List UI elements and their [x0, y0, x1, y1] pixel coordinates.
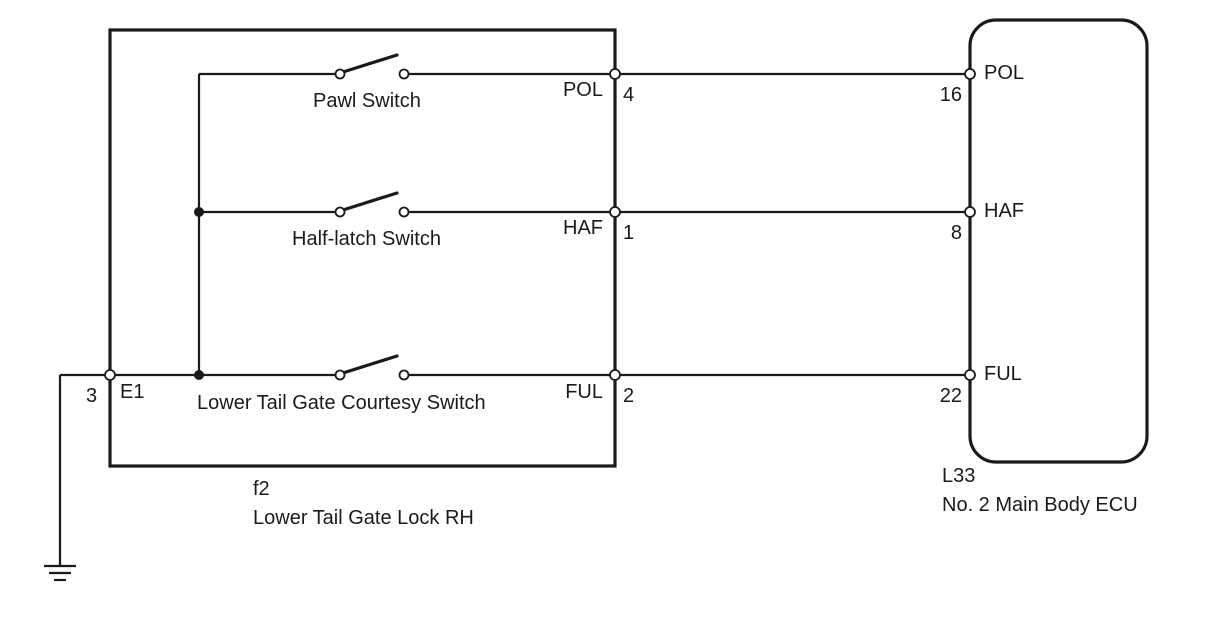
ecu-pol-name: POL: [984, 62, 1024, 84]
lock-pol-name: POL: [563, 79, 603, 101]
lock-pol-pin: 4: [623, 84, 634, 106]
pawl-switch-lever: [341, 53, 399, 74]
ecu-ful-pin: 22: [940, 385, 962, 407]
ecu-terminal-pol: [964, 68, 976, 80]
lock-haf-name: HAF: [563, 217, 603, 239]
ecu-box: [968, 18, 1149, 464]
lock-terminal-pol: [609, 68, 621, 80]
ecu-terminal-ful: [964, 369, 976, 381]
lock-ful-pin: 2: [623, 385, 634, 407]
ecu-ful-name: FUL: [984, 363, 1022, 385]
lock-connector-code: f2: [253, 478, 270, 500]
pawl-switch-contact-left: [334, 68, 346, 80]
lock-connector-box: [108, 28, 617, 468]
courtesy-switch-contact-left: [334, 369, 346, 381]
lock-ful-name: FUL: [565, 381, 603, 403]
lock-haf-pin: 1: [623, 222, 634, 244]
half-latch-switch-contact-right: [398, 206, 410, 218]
half-latch-switch-lever: [341, 191, 399, 212]
half-latch-switch-label: Half-latch Switch: [292, 228, 441, 250]
courtesy-switch-label: Lower Tail Gate Courtesy Switch: [197, 392, 486, 414]
courtesy-switch-lever: [341, 354, 399, 375]
lock-e1-name: E1: [120, 381, 144, 403]
ecu-connector-name: No. 2 Main Body ECU: [942, 494, 1138, 516]
half-latch-junction-dot: [194, 207, 204, 217]
pawl-switch-label: Pawl Switch: [313, 90, 421, 112]
ecu-haf-name: HAF: [984, 200, 1024, 222]
ecu-haf-pin: 8: [951, 222, 962, 244]
ecu-connector-code: L33: [942, 465, 975, 487]
lock-terminal-ful: [609, 369, 621, 381]
courtesy-switch-contact-right: [398, 369, 410, 381]
ecu-pol-pin: 16: [940, 84, 962, 106]
lock-terminal-e1: [104, 369, 116, 381]
lock-terminal-haf: [609, 206, 621, 218]
courtesy-junction-dot: [194, 370, 204, 380]
ground-icon: [44, 564, 76, 582]
lock-connector-name: Lower Tail Gate Lock RH: [253, 507, 474, 529]
pawl-switch-contact-right: [398, 68, 410, 80]
lock-e1-pin: 3: [86, 385, 97, 407]
half-latch-switch-contact-left: [334, 206, 346, 218]
ecu-terminal-haf: [964, 206, 976, 218]
